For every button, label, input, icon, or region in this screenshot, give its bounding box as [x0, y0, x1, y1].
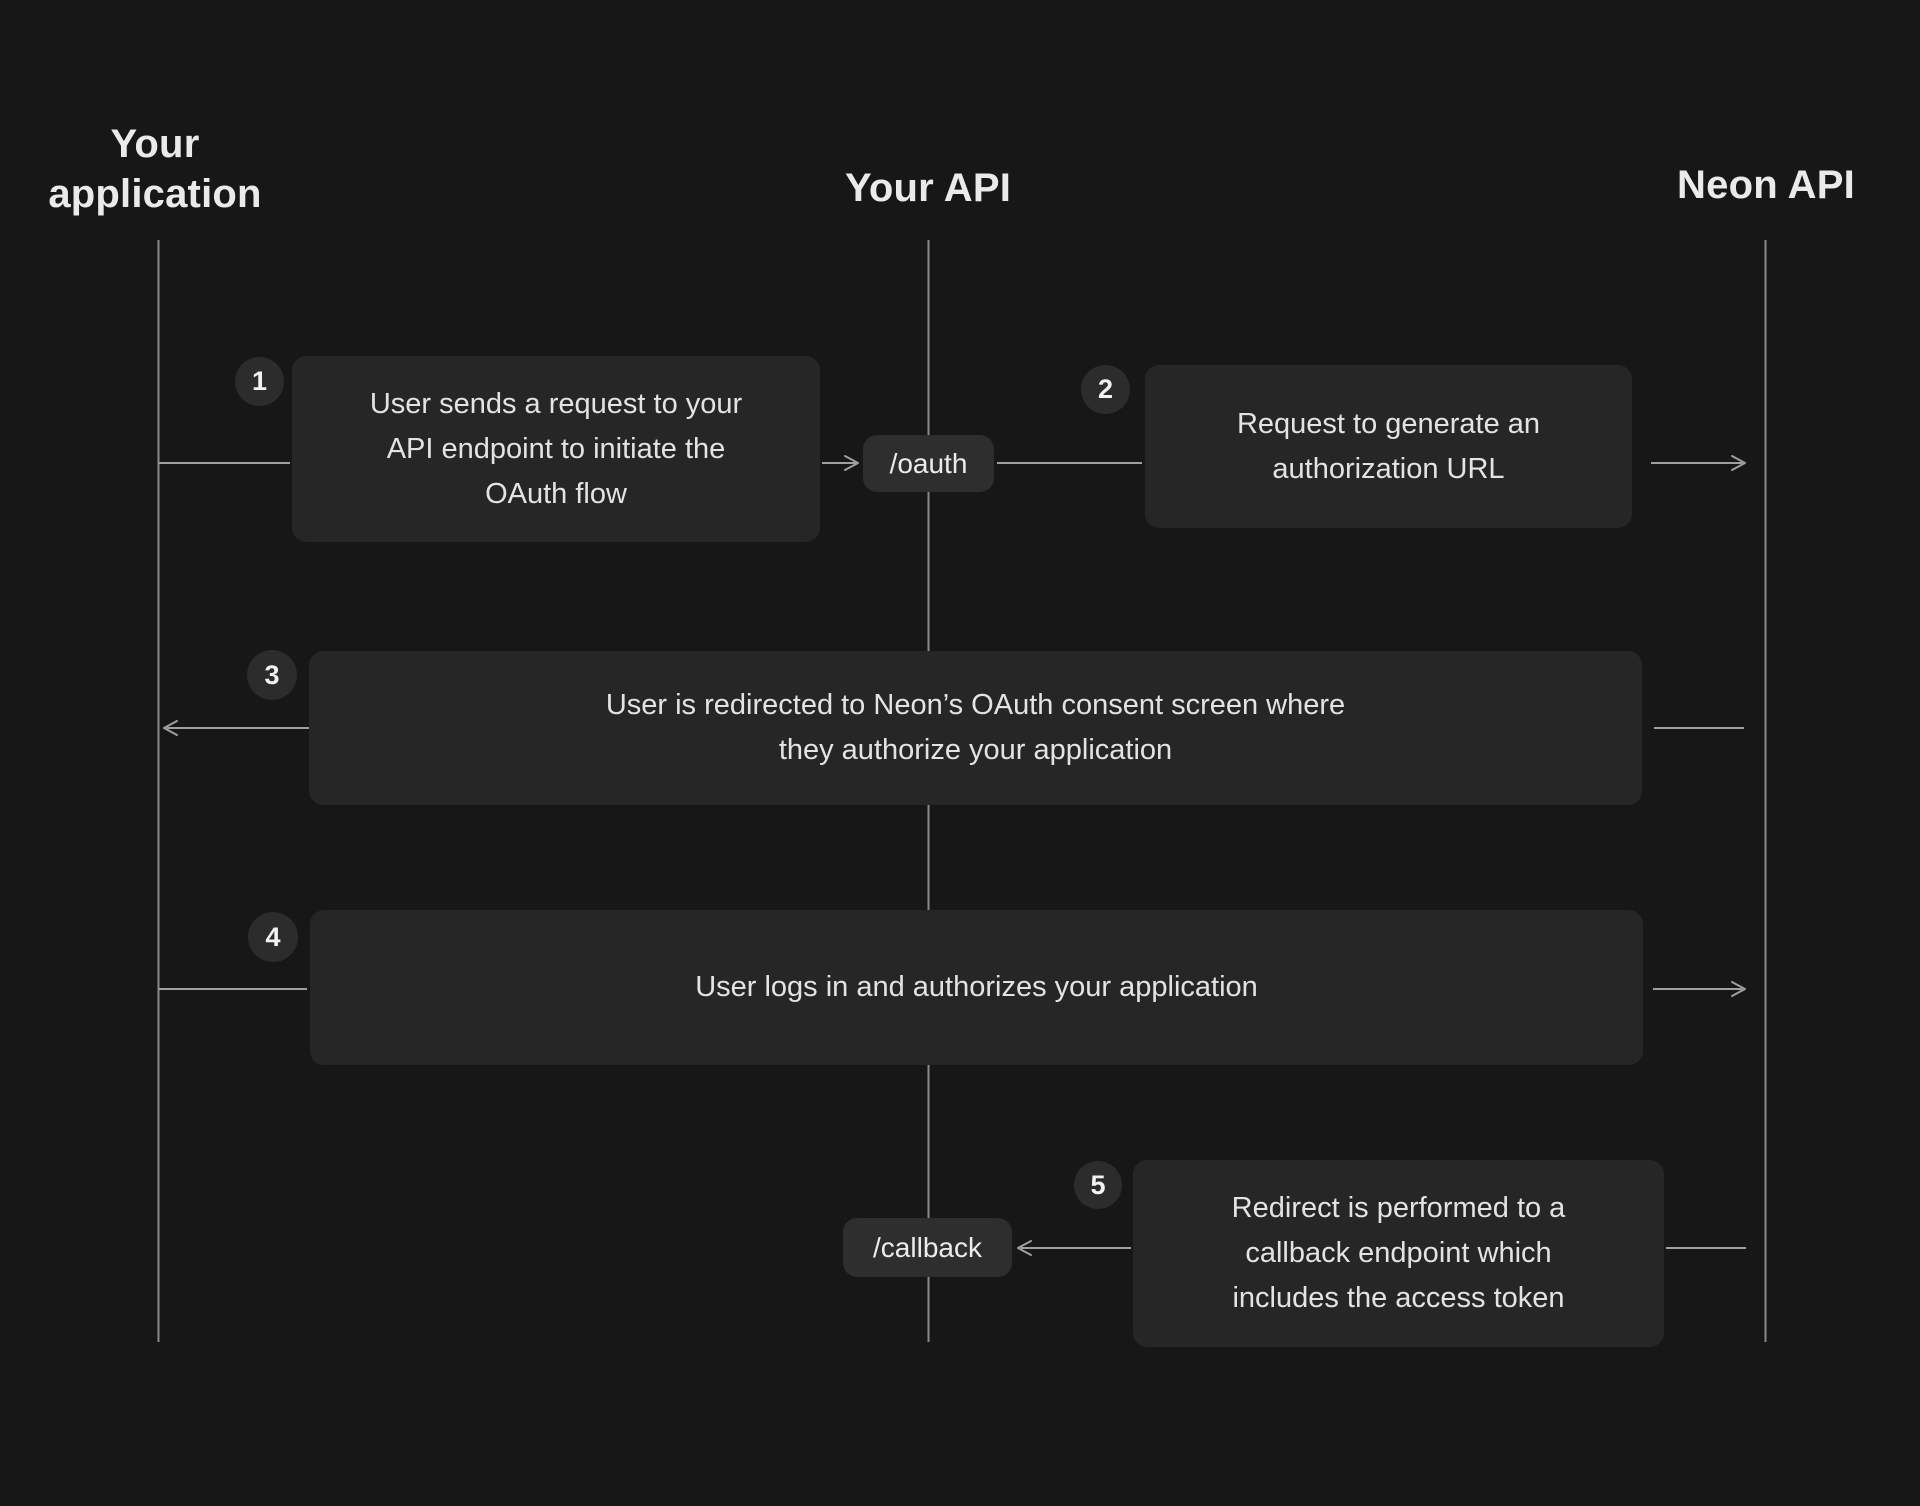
step2-arrowhead-right-icon — [1731, 455, 1746, 471]
oauth-endpoint-pill: /oauth — [863, 435, 994, 492]
step3-arrowhead-left-icon — [163, 720, 178, 736]
step-1-message-box: User sends a request to your API endpoin… — [292, 356, 820, 542]
callback-endpoint-pill: /callback — [843, 1218, 1012, 1277]
step5-arrowhead-left-icon — [1017, 1240, 1032, 1256]
step-4-badge: 4 — [248, 912, 298, 962]
step-1-badge: 1 — [235, 357, 284, 406]
step1-arrowhead-right-icon — [844, 455, 859, 471]
lane-label-your-api: Your API — [844, 166, 1012, 210]
step-5-message-box: Redirect is performed to a callback endp… — [1133, 1160, 1664, 1347]
step-3-message-box: User is redirected to Neon’s OAuth conse… — [309, 651, 1642, 805]
step-2-message-box: Request to generate an authorization URL — [1145, 365, 1632, 528]
lane-label-your-application: Your application — [48, 122, 262, 216]
step-2-badge: 2 — [1081, 365, 1130, 414]
step-4-message-box: User logs in and authorizes your applica… — [310, 910, 1643, 1065]
step-3-badge: 3 — [247, 650, 297, 700]
step-5-badge: 5 — [1074, 1161, 1122, 1209]
step4-arrowhead-right-icon — [1731, 981, 1746, 997]
lane-label-neon-api: Neon API — [1677, 163, 1855, 207]
